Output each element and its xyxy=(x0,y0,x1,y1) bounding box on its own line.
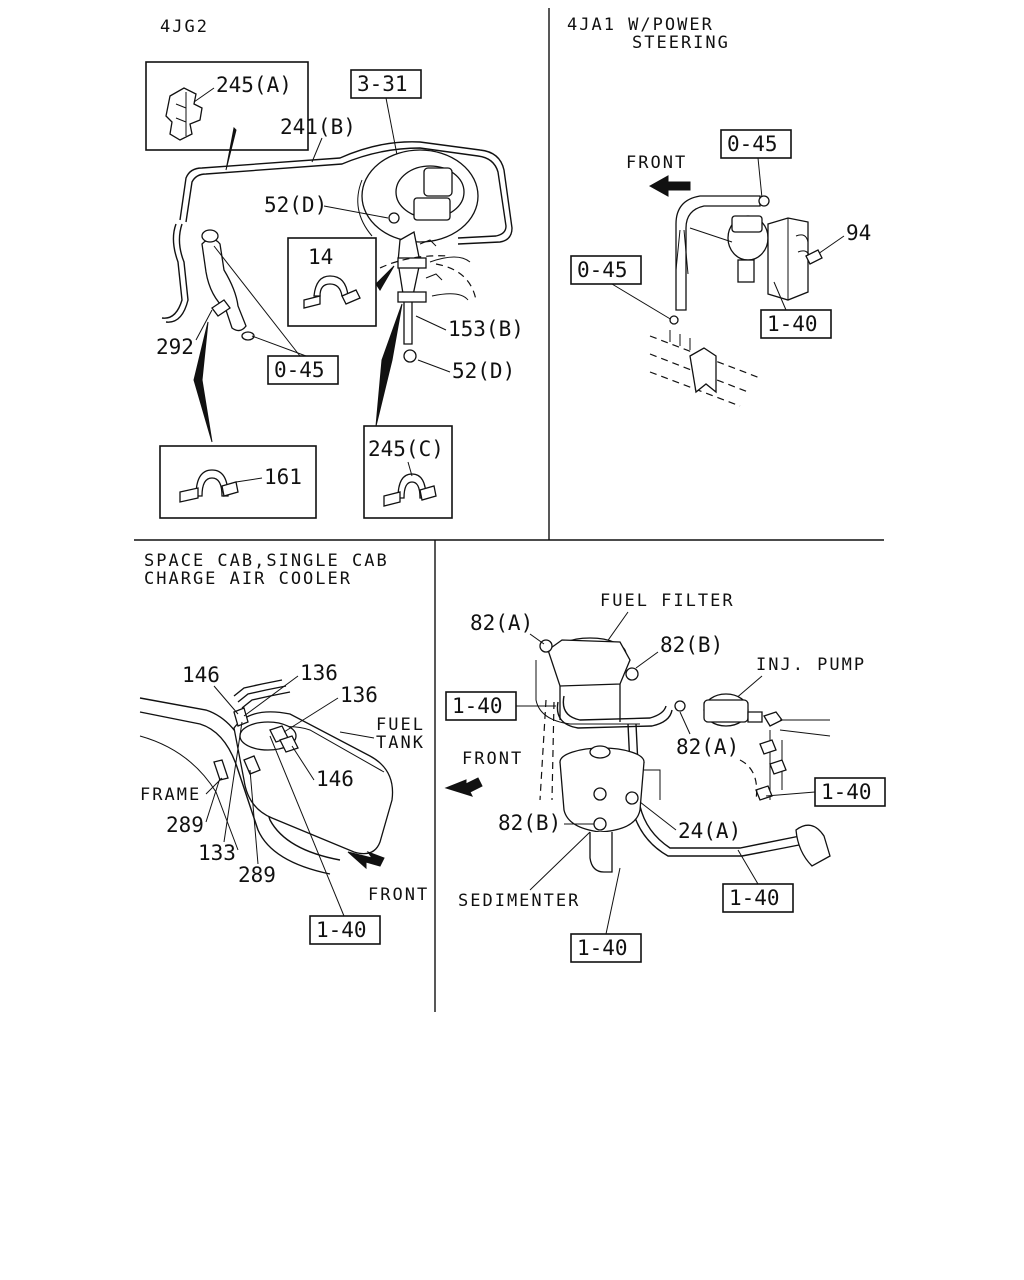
label-146-right: 146 xyxy=(316,767,354,791)
label-front-space: FRONT xyxy=(368,885,429,905)
label-245c: 245(C) xyxy=(368,437,444,461)
ref-1-40-bottom: 1-40 xyxy=(577,936,628,960)
label-289-left: 289 xyxy=(166,813,204,837)
pipe-241b xyxy=(161,141,513,323)
label-inj-pump: INJ. PUMP xyxy=(756,655,866,675)
panel-4ja1-header-line2: STEERING xyxy=(632,33,730,53)
ref-0-45: 0-45 xyxy=(274,358,325,382)
ref-1-40-bottom-right: 1-40 xyxy=(729,886,780,910)
clip-245a-icon xyxy=(165,87,203,141)
bolt-94-icon xyxy=(805,249,823,265)
panel-dividers xyxy=(134,8,884,1012)
label-82b-top: 82(B) xyxy=(660,633,723,657)
panel-space-cab: SPACE CAB,SINGLE CAB CHARGE AIR COOLER 1… xyxy=(139,551,429,945)
fuel-tank xyxy=(233,711,394,855)
ref-box-1-40-4ja1 xyxy=(760,309,832,339)
ref-1-40-4ja1: 1-40 xyxy=(767,312,818,336)
label-289-bottom: 289 xyxy=(238,863,276,887)
label-161: 161 xyxy=(264,465,302,489)
ref-box-1-40-space xyxy=(309,915,381,945)
pipe-153b xyxy=(379,230,477,345)
label-front-4ja1: FRONT xyxy=(626,153,687,173)
ref-0-45-left: 0-45 xyxy=(577,258,628,282)
panel-4ja1: 4JA1 W/POWER STEERING FRONT 0-45 94 0-45 xyxy=(567,15,871,407)
pointer-wedge-top xyxy=(225,126,237,171)
frame-rail-4ja1 xyxy=(649,330,761,407)
panel-fuel-filter: FUEL FILTER 82(A) 82(B) INJ. PUMP xyxy=(444,591,886,963)
ref-box-0-45 xyxy=(267,355,339,385)
label-frame: FRAME xyxy=(140,785,201,805)
label-52d-top: 52(D) xyxy=(264,193,327,217)
ref-1-40-space: 1-40 xyxy=(316,918,367,942)
label-241b: 241(B) xyxy=(280,115,356,139)
sedimenter-body xyxy=(559,745,661,873)
panel-space-header-line1: SPACE CAB,SINGLE CAB xyxy=(144,551,389,571)
ref-box-3-31 xyxy=(350,69,422,99)
label-292: 292 xyxy=(156,335,194,359)
label-52d-bottom: 52(D) xyxy=(452,359,515,383)
clip-0-45-icon xyxy=(669,315,679,325)
injector-lines xyxy=(739,730,787,801)
pointer-wedge-245c xyxy=(375,303,403,427)
label-94: 94 xyxy=(846,221,871,245)
label-153b: 153(B) xyxy=(448,317,524,341)
ref-0-45-top: 0-45 xyxy=(727,132,778,156)
nut-52d-bottom-icon xyxy=(403,349,417,363)
fuel-pipes-space xyxy=(213,679,299,781)
front-arrow-filter-icon xyxy=(444,777,483,797)
label-146-top: 146 xyxy=(182,663,220,687)
inj-pump-fitting xyxy=(674,693,831,737)
clamp-161-icon xyxy=(179,469,239,503)
ref-box-1-40-bottom xyxy=(570,933,642,963)
ref-box-1-40-right xyxy=(814,777,886,807)
label-fuel: FUEL xyxy=(376,715,425,735)
vacuum-hose xyxy=(675,195,770,311)
ref-1-40-right: 1-40 xyxy=(821,780,872,804)
pointer-wedge-161 xyxy=(193,321,213,443)
fuel-hoses xyxy=(539,695,831,867)
vacuum-valve-unit xyxy=(727,215,811,301)
ref-box-1-40-bottom-right xyxy=(722,883,794,913)
label-82a-mid: 82(A) xyxy=(676,735,739,759)
pointer-wedge-14 xyxy=(375,265,395,291)
panel-4ja1-header-line1: 4JA1 W/POWER xyxy=(567,15,714,35)
ref-3-31: 3-31 xyxy=(357,72,408,96)
label-82b-left: 82(B) xyxy=(498,811,561,835)
label-fuel-filter: FUEL FILTER xyxy=(600,591,735,611)
label-136-top: 136 xyxy=(300,661,338,685)
label-14: 14 xyxy=(308,245,333,269)
label-82a-top: 82(A) xyxy=(470,611,533,635)
label-tank: TANK xyxy=(376,733,425,753)
label-136-mid: 136 xyxy=(340,683,378,707)
label-245a: 245(A) xyxy=(216,73,292,97)
clamp-14-icon xyxy=(303,275,361,309)
clamp-245c-icon xyxy=(383,473,437,507)
ref-box-0-45-top xyxy=(720,129,792,159)
fuel-filter-body xyxy=(535,637,640,725)
hose-292 xyxy=(201,229,255,341)
panel-space-header-line2: CHARGE AIR COOLER xyxy=(144,569,352,589)
ref-box-0-45-left xyxy=(570,255,642,285)
clip-24a-icon xyxy=(625,791,639,805)
front-arrow-icon xyxy=(648,175,691,197)
nut-52d-top-icon xyxy=(388,212,400,224)
front-arrow-space-icon xyxy=(347,850,385,870)
panel-4jg2-header: 4JG2 xyxy=(160,17,209,37)
label-24a: 24(A) xyxy=(678,819,741,843)
ref-1-40-left: 1-40 xyxy=(452,694,503,718)
label-front-filter: FRONT xyxy=(462,749,523,769)
label-133: 133 xyxy=(198,841,236,865)
label-sedimenter: SEDIMENTER xyxy=(458,891,580,911)
injection-pump-body xyxy=(357,149,479,243)
inset-245c-box xyxy=(363,425,453,519)
panel-4jg2: 4JG2 245(A) 3-31 241(B) xyxy=(145,17,524,519)
